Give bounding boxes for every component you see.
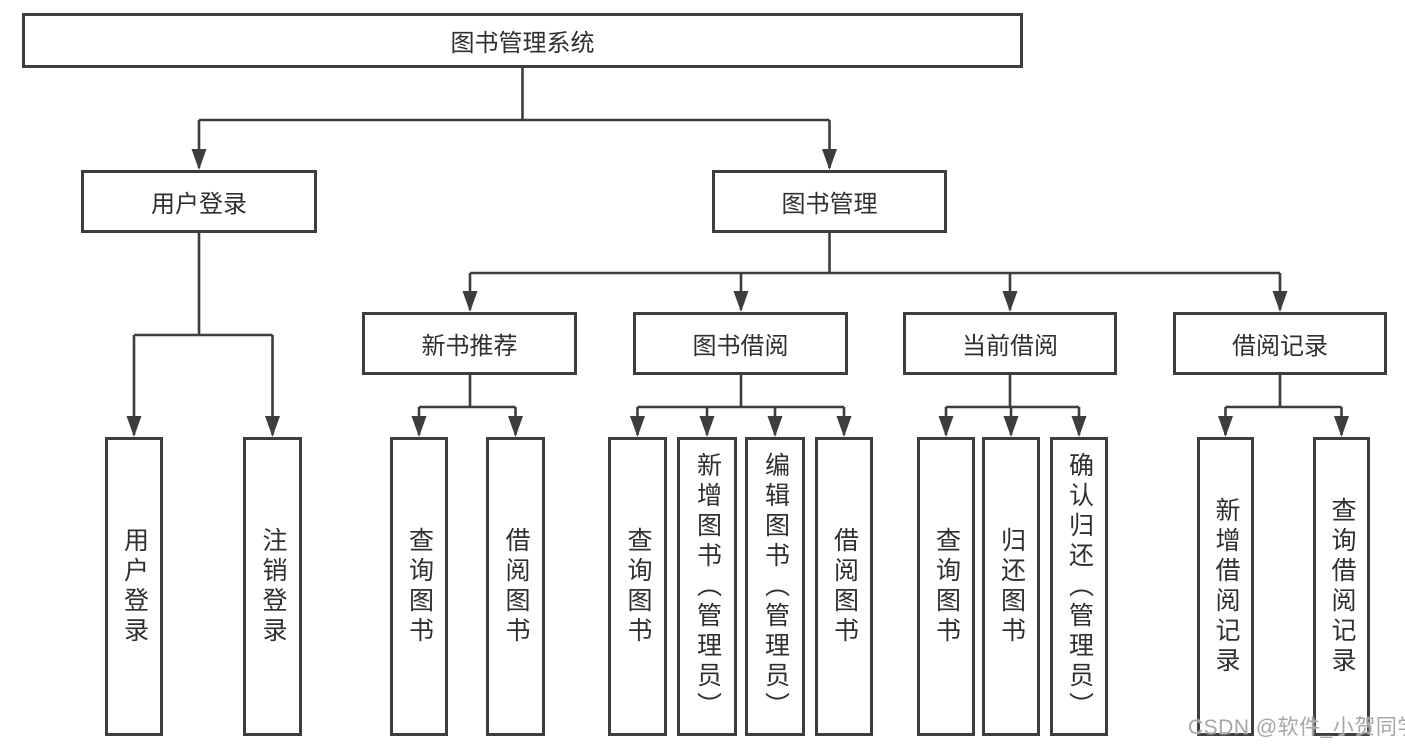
leaf-label: 归还图书 <box>997 526 1026 647</box>
arrowhead <box>1218 416 1233 437</box>
leaf-label: 查询图书 <box>932 526 961 647</box>
leaf-label: 借阅图书 <box>502 526 530 647</box>
leaf-query-books-current: 查询图书 <box>917 437 975 736</box>
node-label: 新书推荐 <box>421 333 518 360</box>
leaf-label: 查询图书 <box>624 526 652 647</box>
leaf-label: 注销登录 <box>259 526 287 647</box>
connector-userlogin-to-leaves <box>132 233 274 435</box>
arrowhead <box>191 149 207 170</box>
leaf-user-login: 用户登录 <box>105 437 163 736</box>
node-borrow-records: 借阅记录 <box>1173 312 1387 375</box>
arrowhead <box>733 291 749 312</box>
arrowhead <box>126 416 142 437</box>
arrowhead <box>1002 291 1018 312</box>
arrowhead <box>1071 416 1087 437</box>
arrowhead <box>1272 291 1288 312</box>
arrowhead <box>836 416 852 437</box>
connector-root-to-level2 <box>197 68 831 168</box>
arrowhead <box>462 291 478 312</box>
leaf-borrow-books: 借阅图书 <box>815 437 873 736</box>
leaf-label: 用户登录 <box>120 526 149 647</box>
leaf-borrow-books-recommend: 借阅图书 <box>486 437 545 736</box>
node-label: 当前借阅 <box>962 333 1058 360</box>
node-label: 用户登录 <box>151 191 247 218</box>
arrowhead <box>630 416 645 437</box>
node-book-management: 图书管理 <box>712 170 947 233</box>
node-user-login: 用户登录 <box>81 170 317 233</box>
node-label: 借阅记录 <box>1232 333 1328 360</box>
node-label: 图书借阅 <box>692 333 789 360</box>
leaf-label: 编辑图书（管理员） <box>761 451 790 722</box>
arrowhead <box>411 416 427 437</box>
leaf-label: 新增图书（管理员） <box>693 451 722 722</box>
connector-records-to-leaves <box>1224 375 1343 435</box>
node-current-borrowing: 当前借阅 <box>903 312 1117 375</box>
leaf-query-books-borrowing: 查询图书 <box>608 437 667 736</box>
connector-bookmgmt-to-level3 <box>468 233 1282 310</box>
arrowhead <box>1334 416 1349 437</box>
leaf-label: 借阅图书 <box>830 526 859 647</box>
leaf-return-books: 归还图书 <box>982 437 1040 736</box>
arrowhead <box>699 416 715 437</box>
leaf-label: 新增借阅记录 <box>1212 496 1240 677</box>
csdn-watermark: CSDN @软件_小贺同学 <box>1188 716 1405 739</box>
node-label: 图书管理 <box>781 191 878 218</box>
arrowhead <box>508 416 523 437</box>
leaf-label: 确认归还（管理员） <box>1065 451 1094 722</box>
node-label: 图书管理系统 <box>450 30 595 57</box>
connector-newbook-to-leaves <box>417 375 517 435</box>
connector-borrow-to-leaves <box>636 375 846 435</box>
leaf-query-books-recommend: 查询图书 <box>390 437 448 736</box>
leaf-query-borrow-record: 查询借阅记录 <box>1313 437 1370 736</box>
connector-current-to-leaves <box>944 375 1081 435</box>
leaf-add-borrow-record: 新增借阅记录 <box>1197 437 1254 736</box>
arrowhead <box>938 416 954 437</box>
node-new-book-recommend: 新书推荐 <box>362 312 577 375</box>
arrowhead <box>822 149 837 170</box>
leaf-label: 查询借阅记录 <box>1328 496 1356 677</box>
arrowhead <box>1003 416 1019 437</box>
leaf-confirm-return-admin: 确认归还（管理员） <box>1050 437 1108 736</box>
leaf-edit-books-admin: 编辑图书（管理员） <box>745 437 805 736</box>
node-library-system: 图书管理系统 <box>22 13 1023 68</box>
arrowhead <box>265 416 280 437</box>
arrowhead <box>767 416 783 437</box>
leaf-add-books-admin: 新增图书（管理员） <box>677 437 737 736</box>
leaf-logout: 注销登录 <box>243 437 302 736</box>
leaf-label: 查询图书 <box>405 526 434 647</box>
node-book-borrowing: 图书借阅 <box>633 312 848 375</box>
